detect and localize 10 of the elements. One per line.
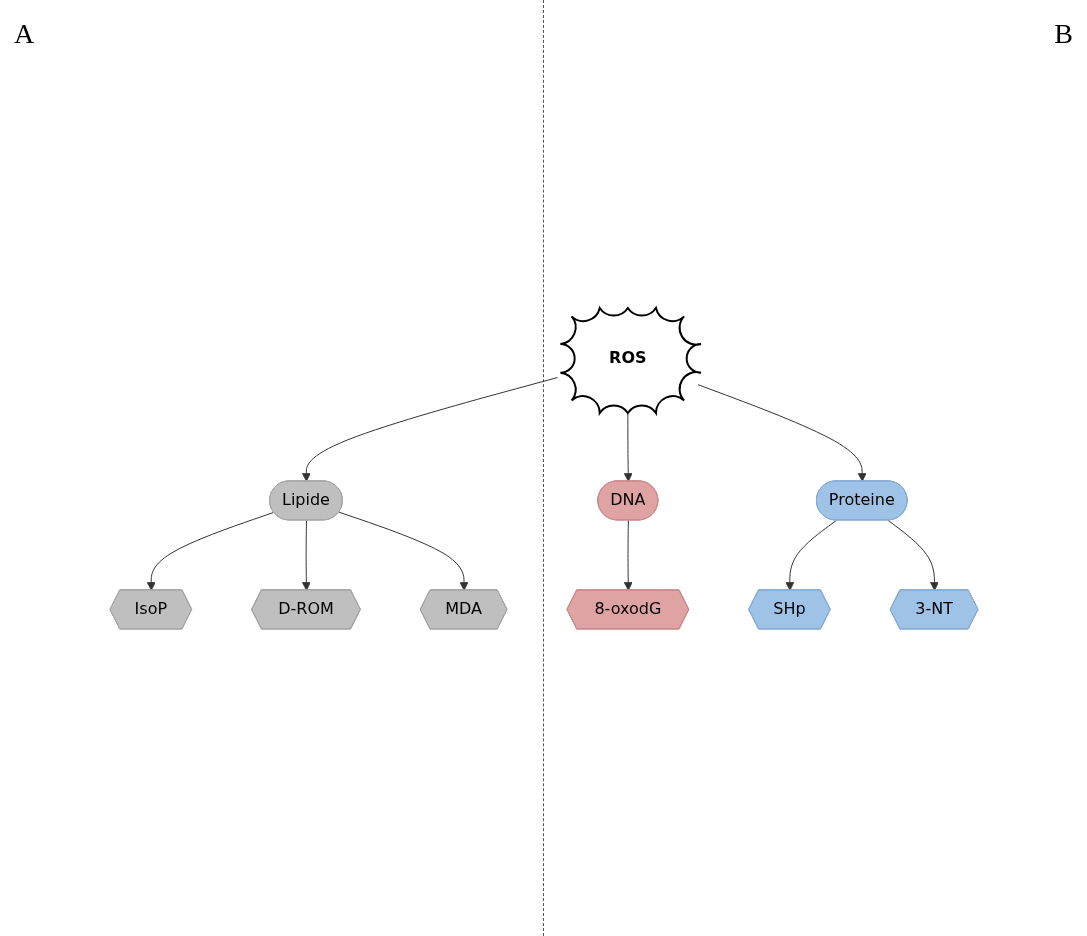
arrow bbox=[338, 511, 468, 591]
arrow bbox=[301, 376, 558, 482]
arrow bbox=[887, 519, 939, 591]
arrow bbox=[623, 519, 633, 591]
arrow bbox=[697, 383, 867, 482]
panel-letter: A bbox=[14, 18, 35, 50]
arrow bbox=[301, 519, 311, 591]
arrow bbox=[146, 511, 274, 591]
panel-letter: B bbox=[1054, 18, 1073, 50]
arrow bbox=[785, 519, 837, 591]
